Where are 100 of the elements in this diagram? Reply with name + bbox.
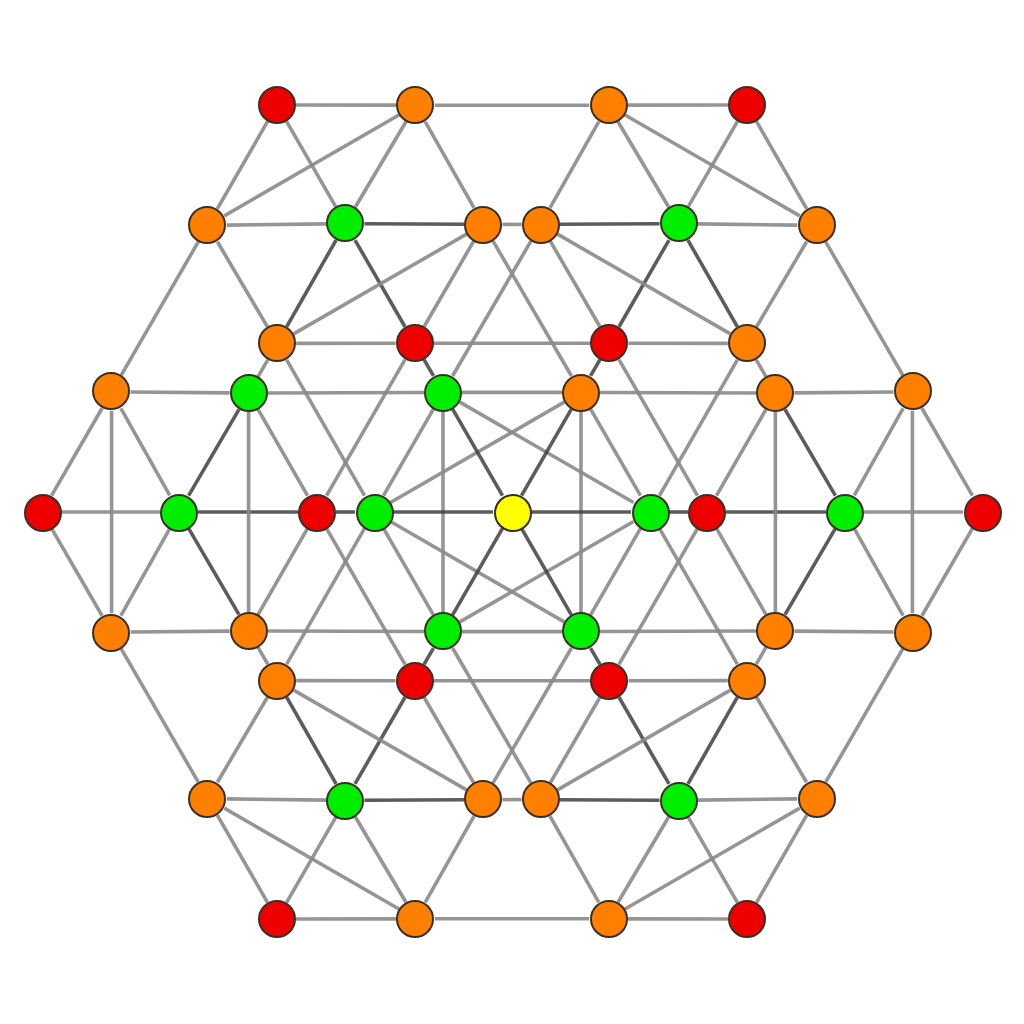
graph-vertex bbox=[893, 613, 932, 652]
graph-edge bbox=[462, 629, 562, 634]
graph-edge bbox=[187, 408, 241, 497]
graph-edge bbox=[434, 917, 590, 921]
graph-vertex bbox=[396, 899, 435, 938]
graph-edge bbox=[215, 120, 270, 210]
graph-vertex bbox=[659, 204, 698, 243]
graph-edge bbox=[714, 527, 768, 616]
graph-vertex bbox=[258, 86, 296, 124]
graph-edge bbox=[246, 412, 251, 612]
graph-edge bbox=[353, 239, 407, 328]
graph-vertex bbox=[326, 204, 365, 243]
graph-edge bbox=[223, 806, 401, 911]
graph-edge bbox=[451, 239, 533, 377]
graph-vertex bbox=[92, 372, 131, 411]
graph-edge bbox=[754, 814, 809, 904]
graph-edge bbox=[215, 240, 270, 328]
graph-edge bbox=[491, 239, 573, 377]
graph-edge bbox=[451, 647, 533, 785]
graph-vertex bbox=[797, 779, 836, 818]
graph-edge bbox=[393, 510, 493, 514]
graph-vertex bbox=[631, 493, 669, 531]
graph-edge bbox=[187, 527, 241, 616]
graph-edge bbox=[364, 221, 465, 227]
graph-edge bbox=[686, 239, 739, 328]
graph-edge bbox=[754, 358, 768, 378]
graph-edge bbox=[616, 120, 671, 209]
graph-edge bbox=[296, 341, 396, 346]
graph-edge bbox=[920, 407, 975, 497]
graph-edge bbox=[910, 410, 915, 614]
graph-edge bbox=[61, 510, 160, 514]
graph-edge bbox=[754, 646, 768, 666]
graph-edge bbox=[226, 222, 327, 227]
graph-edge bbox=[267, 629, 424, 634]
graph-edge bbox=[215, 814, 270, 904]
graph-edge bbox=[588, 358, 602, 377]
graph-edge bbox=[389, 400, 566, 505]
graph-edge bbox=[292, 688, 468, 792]
graph-edge bbox=[256, 408, 310, 497]
graph-vertex bbox=[395, 661, 434, 700]
graph-vertex bbox=[229, 374, 268, 412]
graph-vertex bbox=[355, 493, 393, 531]
graph-vertex bbox=[521, 205, 560, 244]
graph-edge bbox=[623, 113, 801, 218]
graph-edge bbox=[556, 688, 732, 792]
graph-edge bbox=[864, 510, 963, 514]
graph-vertex bbox=[590, 661, 629, 700]
graph-edge bbox=[389, 519, 566, 624]
graph-vertex bbox=[590, 324, 629, 363]
graph-vertex bbox=[659, 781, 698, 820]
graph-edge bbox=[336, 510, 355, 514]
graph-edge bbox=[364, 797, 465, 803]
graph-edge bbox=[324, 358, 407, 497]
graph-vertex bbox=[424, 612, 462, 651]
graph-edge bbox=[794, 629, 894, 634]
graph-edge bbox=[556, 232, 732, 336]
graph-vertex bbox=[326, 781, 365, 820]
graph-vertex bbox=[396, 86, 435, 125]
graph-vertex bbox=[160, 493, 198, 531]
graph-edge bbox=[422, 239, 476, 328]
graph-vertex bbox=[562, 612, 600, 651]
graph-edge bbox=[794, 390, 894, 395]
graph-edge bbox=[215, 696, 270, 784]
graph-edge bbox=[450, 527, 505, 617]
graph-edge bbox=[548, 815, 601, 904]
graph-edge bbox=[285, 239, 338, 328]
graph-edge bbox=[49, 407, 104, 497]
graph-vertex bbox=[728, 86, 766, 124]
graph-edge bbox=[502, 797, 522, 802]
graph-edge bbox=[697, 797, 798, 802]
graph-edge bbox=[726, 510, 826, 514]
graph-edge bbox=[628, 341, 728, 346]
graph-edge bbox=[119, 240, 200, 377]
graph-edge bbox=[920, 527, 975, 617]
graph-edge bbox=[422, 647, 436, 666]
graph-edge bbox=[588, 527, 643, 617]
graph-edge bbox=[119, 407, 172, 497]
graph-edge bbox=[353, 120, 408, 209]
graph-edge bbox=[852, 407, 905, 497]
graph-edge bbox=[381, 527, 436, 617]
graph-edge bbox=[422, 358, 436, 377]
graph-edge bbox=[296, 678, 396, 683]
graph-edge bbox=[686, 815, 740, 904]
graph-vertex bbox=[756, 374, 795, 412]
graph-edge bbox=[292, 232, 468, 336]
graph-vertex bbox=[229, 612, 268, 650]
graph-edge bbox=[669, 510, 688, 514]
graph-edge bbox=[559, 221, 660, 227]
graph-edge bbox=[198, 510, 298, 514]
graph-edge bbox=[783, 408, 837, 497]
graph-edge bbox=[353, 696, 407, 785]
graph-edge bbox=[519, 407, 574, 497]
graph-vertex bbox=[893, 372, 932, 411]
graph-edge bbox=[285, 696, 338, 785]
graph-edge bbox=[627, 103, 728, 107]
graph-edge bbox=[285, 359, 367, 497]
graph-vertex bbox=[258, 661, 297, 700]
graph-edge bbox=[284, 815, 338, 904]
graph-edge bbox=[852, 527, 905, 617]
graph-vertex bbox=[92, 613, 131, 652]
